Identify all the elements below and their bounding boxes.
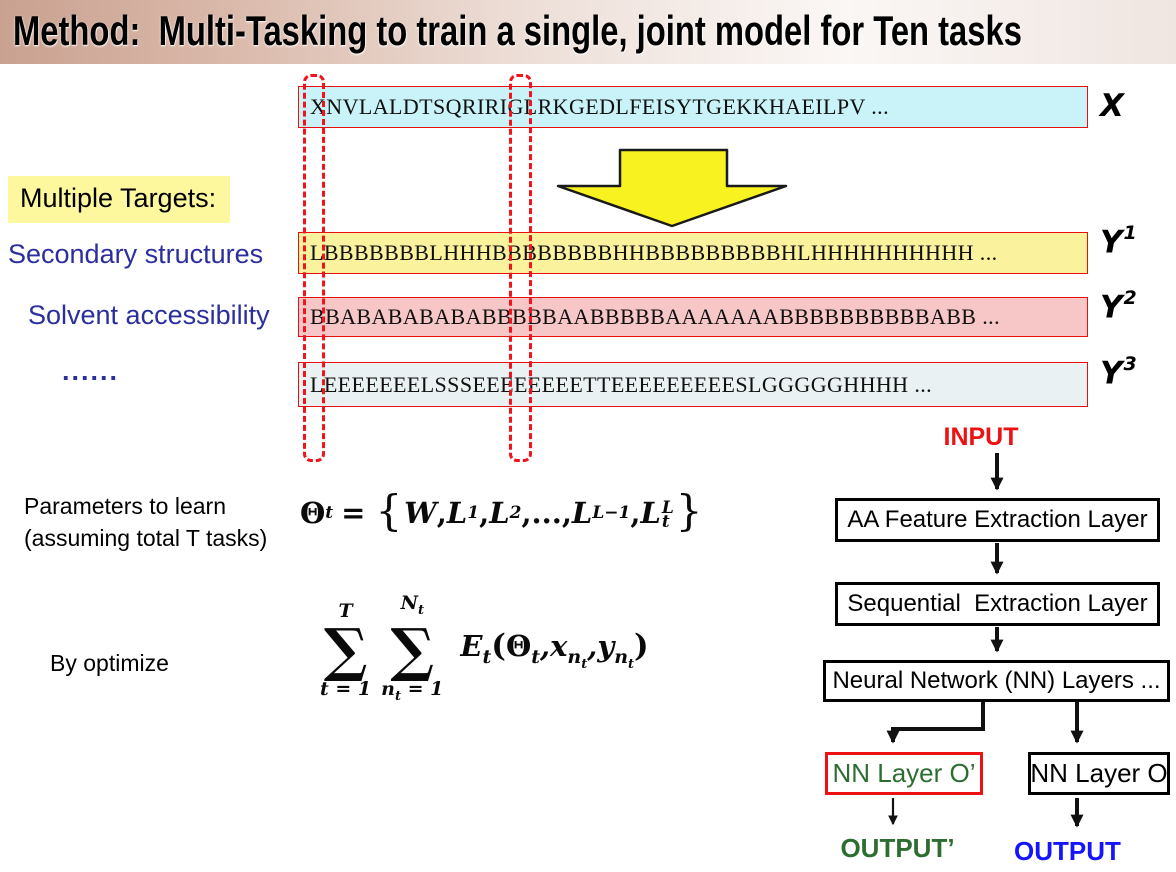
sequential-extraction-layer-box: Sequential Extraction Layer [835, 582, 1160, 626]
output-prime-label: OUTPUT’ [840, 833, 955, 863]
target-sequence-box-2: BBABABABABABBBBBAABBBBBAAAAAAABBBBBBBBBB… [298, 297, 1088, 337]
objective-formula: T ∑ t = 1 Nt ∑ nt = 1 Et(Θt,xnt,ynt) [315, 592, 649, 708]
target-name-secondary-structures: Secondary structures [8, 239, 264, 269]
sum-over-samples: Nt ∑ nt = 1 [381, 592, 444, 704]
label-x: X [1100, 88, 1124, 124]
target-name-solvent-accessibility: Solvent accessibility [28, 300, 270, 330]
by-optimize-caption: By optimize [50, 650, 169, 676]
page-title: Method: Multi-Tasking to train a single,… [13, 7, 1022, 54]
title-band: Method: Multi-Tasking to train a single,… [0, 0, 1176, 64]
target-sequence-text-1: LBBBBBBBLHHHBBBBBBBBHHBBBBBBBBBHLHHHHHHH… [310, 240, 998, 265]
multiple-targets-heading: Multiple Targets: [8, 176, 231, 223]
aa-feature-extraction-layer-box: AA Feature Extraction Layer [835, 498, 1160, 542]
input-sequence-box: XNVLALDTSQRIRIGLRKGEDLFEISYTGEKKHAEILPV … [298, 86, 1088, 128]
parameters-caption: Parameters to learn (assuming total T ta… [24, 493, 268, 551]
loss-term: Et(Θt,xnt,ynt) [460, 628, 649, 672]
target-sequence-text-3: LEEEEEEELSSSEEEEEEEETTEEEEEEEEESLGGGGGHH… [310, 371, 933, 397]
output-label: OUTPUT [1014, 836, 1121, 866]
dashed-alignment-column-2 [509, 74, 532, 462]
target-sequence-box-1: LBBBBBBBLHHHBBBBBBBBHHBBBBBBBBBHLHHHHHHH… [298, 232, 1088, 274]
nn-layer-o-box: NN Layer O [1028, 752, 1170, 795]
input-sequence-text: XNVLALDTSQRIRIGLRKGEDLFEISYTGEKKHAEILPV … [310, 94, 889, 119]
label-y2: Y2 [1100, 287, 1137, 326]
target-sequence-box-3: LEEEEEEELSSSEEEEEEEETTEEEEEEEEESLGGGGGHH… [298, 362, 1088, 407]
label-y1: Y1 [1100, 222, 1137, 261]
input-label: INPUT [943, 423, 1019, 451]
neural-network-layers-box: Neural Network (NN) Layers ... [823, 660, 1170, 702]
target-name-ellipsis: ...... [62, 356, 120, 386]
nn-layer-o-prime-box: NN Layer O’ [825, 752, 983, 795]
arrow-nn-to-o-prime [886, 702, 985, 744]
target-sequence-text-2: BBABABABABABBBBBAABBBBBAAAAAAABBBBBBBBBB… [310, 304, 1000, 329]
label-y3: Y3 [1100, 353, 1137, 392]
yellow-down-arrow [556, 148, 788, 228]
dashed-alignment-column-1 [303, 74, 325, 462]
sum-over-tasks: T ∑ t = 1 [320, 599, 372, 700]
